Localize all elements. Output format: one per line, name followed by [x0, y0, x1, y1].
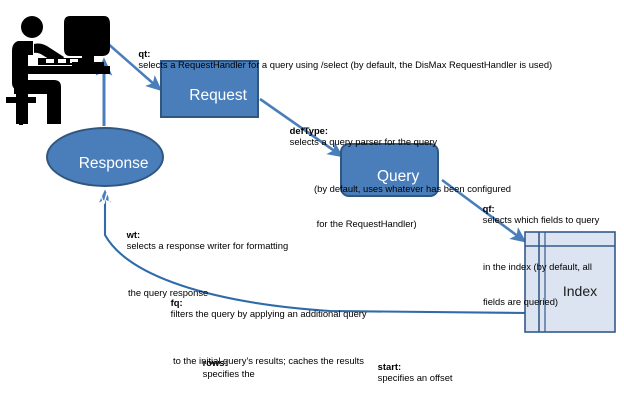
- annotation-deftype-line-2: (by default, uses whatever has been conf…: [314, 182, 511, 194]
- annotation-qt-key: qt:: [138, 47, 151, 59]
- index-node[interactable]: [524, 231, 616, 333]
- annotation-qf-line-1: selects which fields to query: [482, 214, 600, 226]
- annotation-start: start: specifies an offset (by default 0…: [362, 326, 490, 401]
- arrow-index-to-response-writer: [99, 189, 531, 315]
- annotation-start-key: start:: [377, 360, 402, 372]
- annotation-rows-key: rows:: [202, 356, 228, 368]
- annotation-rows-line-1: specifies the: [202, 368, 255, 380]
- annotation-fq-line-2: to the initial query's results; caches t…: [173, 354, 364, 366]
- annotation-deftype-line-1: selects a query parser for the query: [289, 136, 438, 148]
- annotation-rows: rows: specifies the number of rows to be…: [187, 322, 283, 401]
- annotation-wt-line-2: the query response: [128, 286, 209, 298]
- annotation-wt-key: wt:: [126, 228, 141, 240]
- response-writer-node[interactable]: [46, 127, 164, 187]
- annotation-fq: fq: filters the query by applying an add…: [155, 262, 367, 390]
- annotation-fq-key: fq:: [170, 296, 183, 308]
- annotation-qt-line-1: selects a RequestHandler for a query usi…: [138, 59, 553, 71]
- annotation-wt-line-1: selects a response writer for formatting: [126, 240, 289, 252]
- person-at-computer-icon: [6, 16, 110, 125]
- query-parser-node[interactable]: [340, 143, 439, 197]
- annotation-qf: qf: selects which fields to query in the…: [467, 168, 600, 330]
- annotation-deftype: defType: selects a query parser for the …: [274, 90, 511, 252]
- request-handler-node[interactable]: [160, 60, 259, 118]
- annotation-start-line-1: specifies an offset: [377, 372, 453, 384]
- annotation-qt: qt: selects a RequestHandler for a query…: [128, 36, 552, 82]
- annotation-wt: wt: selects a response writer for format…: [111, 194, 289, 322]
- annotation-qf-key: qf:: [482, 202, 495, 214]
- arrow-query-parser-to-index: [441, 178, 527, 243]
- annotation-deftype-line-3: for the RequestHandler): [314, 217, 417, 229]
- annotation-qf-line-3: fields are queried): [483, 295, 559, 307]
- annotation-fq-line-1: filters the query by applying an additio…: [170, 308, 367, 320]
- arrow-request-handler-to-query-parser: [259, 97, 344, 158]
- annotation-qf-line-2: in the index (by default, all: [483, 260, 592, 272]
- arrow-user-to-request-handler: [105, 41, 163, 92]
- annotation-deftype-key: defType:: [289, 124, 329, 136]
